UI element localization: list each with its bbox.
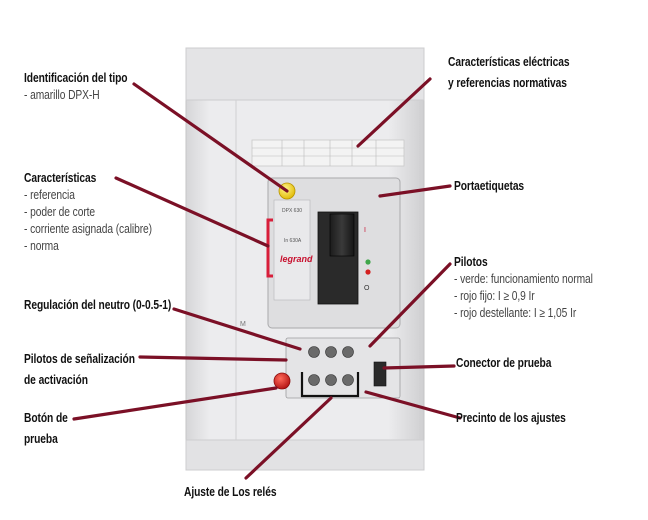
side-mark: M — [240, 321, 246, 328]
front-code: DPX 630 — [282, 208, 302, 214]
label-ajuste: Ajuste de Los relés — [184, 485, 277, 499]
label-boton: Botón de prueba — [24, 411, 68, 446]
label-caracteristicas: Características referencia poder de cort… — [24, 170, 152, 255]
rating-text: In 630A — [284, 238, 302, 244]
label-electricas: Características eléctricas y referencias… — [448, 55, 570, 90]
relay-dials — [308, 346, 354, 386]
characteristics-bracket — [266, 218, 273, 278]
relay-bracket — [300, 372, 360, 398]
label-neutro: Regulación del neutro (0-0.5-1) — [24, 298, 172, 312]
label-tipo: Identificación del tipo amarillo DPX-H — [24, 70, 128, 104]
pilot-lamps — [365, 259, 371, 275]
switch-symbol-on: I — [364, 227, 366, 234]
label-portaetiquetas: Portaetiquetas — [454, 179, 525, 193]
test-connector-port — [373, 361, 387, 387]
label-conector: Conector de prueba — [456, 356, 552, 370]
switch-lever: I O — [317, 211, 370, 305]
ratings-plate — [251, 139, 405, 167]
switch-symbol-off: O — [364, 285, 370, 292]
relay-panel — [285, 337, 401, 399]
label-pilotos: Pilotos verde: funcionamiento normal roj… — [454, 254, 593, 322]
brand-logo: legrand — [280, 254, 313, 264]
label-pilotos-senal: Pilotos de señalización de activación — [24, 352, 135, 387]
test-button — [273, 372, 291, 390]
label-precinto: Precinto de los ajustes — [456, 411, 566, 425]
